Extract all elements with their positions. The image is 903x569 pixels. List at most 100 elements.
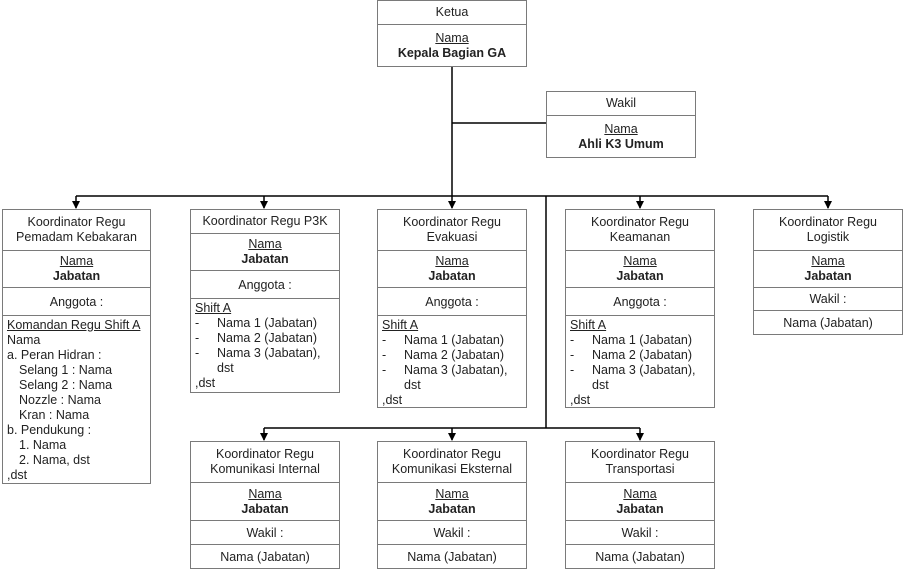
p3k-shift: Shift A xyxy=(195,301,232,315)
p3k-name-section: Nama Jabatan xyxy=(191,233,339,270)
keamanan-anggota-label: Anggota : xyxy=(566,287,714,315)
logistik-title: Koordinator Regu Logistik xyxy=(754,210,902,250)
wakil-name-label: Nama xyxy=(604,121,638,136)
p3k-dst: ,dst xyxy=(195,376,216,390)
p3k-member3a: Nama 3 (Jabatan), xyxy=(217,346,321,360)
transport-box: Koordinator Regu Transportasi Nama Jabat… xyxy=(565,441,715,569)
ketua-role: Ketua xyxy=(435,5,469,19)
dash-bullet: - xyxy=(195,331,200,345)
p3k-member-list: Shift A -Nama 1 (Jabatan) -Nama 2 (Jabat… xyxy=(191,298,339,392)
keamanan-title-line2: Keamanan xyxy=(609,230,671,244)
p3k-member3b: dst xyxy=(217,361,234,375)
evakuasi-anggota-label: Anggota : xyxy=(378,287,526,315)
transport-wakil-label: Wakil : xyxy=(566,520,714,544)
pemadam-pendukung: b. Pendukung : xyxy=(7,423,92,437)
pemadam-anggota-label: Anggota : xyxy=(3,287,150,315)
ketua-position: Kepala Bagian GA xyxy=(397,45,507,60)
list-item: - Nama 3 (Jabatan), xyxy=(195,346,339,361)
logistik-name-label: Nama xyxy=(811,254,845,268)
evakuasi-box: Koordinator Regu Evakuasi Nama Jabatan A… xyxy=(377,209,527,408)
list-item: - Nama 3 (Jabatan), xyxy=(382,363,526,378)
evakuasi-dst: ,dst xyxy=(382,393,403,407)
transport-position: Jabatan xyxy=(616,501,664,516)
komint-title-line2: Komunikasi Internal xyxy=(210,462,320,476)
komint-box: Koordinator Regu Komunikasi Internal Nam… xyxy=(190,441,340,569)
komint-position: Jabatan xyxy=(241,501,289,516)
logistik-position: Jabatan xyxy=(804,269,852,283)
komeks-wakil-label: Wakil : xyxy=(378,520,526,544)
pemadam-title-line1: Koordinator Regu xyxy=(27,215,126,229)
evakuasi-member1: Nama 1 (Jabatan) xyxy=(404,333,505,347)
logistik-wakil-value: Nama (Jabatan) xyxy=(754,310,902,334)
keamanan-member-list: Shift A -Nama 1 (Jabatan) -Nama 2 (Jabat… xyxy=(566,315,714,407)
dash-bullet: - xyxy=(195,346,200,360)
komint-title: Koordinator Regu Komunikasi Internal xyxy=(191,442,339,482)
evakuasi-name-label: Nama xyxy=(435,254,469,268)
evakuasi-title-line2: Evakuasi xyxy=(426,230,478,244)
komeks-box: Koordinator Regu Komunikasi Eksternal Na… xyxy=(377,441,527,569)
wakil-position: Ahli K3 Umum xyxy=(578,136,664,151)
transport-name-section: Nama Jabatan xyxy=(566,482,714,520)
keamanan-title-line1: Koordinator Regu xyxy=(591,215,689,229)
dash-bullet: - xyxy=(382,333,387,347)
pemadam-peran-hidran: a. Peran Hidran : xyxy=(7,348,102,362)
evakuasi-title-line1: Koordinator Regu xyxy=(403,215,501,229)
dash-bullet: - xyxy=(382,348,387,362)
evakuasi-member3a: Nama 3 (Jabatan), xyxy=(404,363,508,377)
ketua-name-section: Nama Kepala Bagian GA xyxy=(378,24,526,66)
transport-name-label: Nama xyxy=(623,486,657,501)
pemadam-pendukung1: 1. Nama xyxy=(19,438,67,452)
komeks-position: Jabatan xyxy=(428,501,476,516)
list-item: - Nama 1 (Jabatan) xyxy=(382,333,526,348)
komeks-title-line2: Komunikasi Eksternal xyxy=(391,462,513,476)
komint-name-section: Nama Jabatan xyxy=(191,482,339,520)
list-item: - Nama 2 (Jabatan) xyxy=(195,331,339,346)
pemadam-dst: ,dst xyxy=(7,468,28,482)
evakuasi-title: Koordinator Regu Evakuasi xyxy=(378,210,526,250)
komint-name-label: Nama xyxy=(248,486,282,501)
evakuasi-name-section: Nama Jabatan xyxy=(378,250,526,287)
p3k-name-label: Nama xyxy=(248,237,282,251)
dash-bullet: - xyxy=(382,363,387,377)
pemadam-name-label: Nama xyxy=(59,254,94,268)
ketua-box: Ketua Nama Kepala Bagian GA xyxy=(377,0,527,67)
p3k-title: Koordinator Regu P3K xyxy=(202,214,328,228)
keamanan-dst: ,dst xyxy=(570,393,591,407)
pemadam-selang1: Selang 1 : Nama xyxy=(19,363,113,377)
pemadam-nozzle: Nozzle : Nama xyxy=(19,393,101,407)
wakil-box: Wakil Nama Ahli K3 Umum xyxy=(546,91,696,158)
p3k-anggota-label: Anggota : xyxy=(191,270,339,298)
list-item: - Nama 2 (Jabatan) xyxy=(570,348,714,363)
pemadam-title-line2: Pemadam Kebakaran xyxy=(16,230,137,244)
komeks-name-label: Nama xyxy=(435,486,469,501)
komeks-name-section: Nama Jabatan xyxy=(378,482,526,520)
keamanan-name-label: Nama xyxy=(623,254,657,268)
keamanan-member3a: Nama 3 (Jabatan), xyxy=(592,363,696,377)
dash-bullet: - xyxy=(570,333,575,347)
pemadam-box: Koordinator Regu Pemadam Kebakaran Nama … xyxy=(2,209,151,484)
pemadam-member-list: Komandan Regu Shift A Nama a. Peran Hidr… xyxy=(3,315,150,483)
evakuasi-position: Jabatan xyxy=(428,269,476,283)
keamanan-title: Koordinator Regu Keamanan xyxy=(566,210,714,250)
pemadam-list-name: Nama xyxy=(7,333,41,347)
keamanan-member2: Nama 2 (Jabatan) xyxy=(592,348,693,362)
logistik-title-line2: Logistik xyxy=(806,230,850,244)
logistik-title-line1: Koordinator Regu xyxy=(779,215,877,229)
pemadam-selang2: Selang 2 : Nama xyxy=(19,378,113,392)
dash-bullet: - xyxy=(195,316,200,330)
wakil-role: Wakil xyxy=(605,96,637,110)
keamanan-name-section: Nama Jabatan xyxy=(566,250,714,287)
komeks-title-line1: Koordinator Regu xyxy=(403,447,501,461)
p3k-member2: Nama 2 (Jabatan) xyxy=(217,331,318,345)
list-item: - Nama 1 (Jabatan) xyxy=(570,333,714,348)
dash-bullet: - xyxy=(570,348,575,362)
evakuasi-shift: Shift A xyxy=(382,318,419,332)
pemadam-pendukung2: 2. Nama, dst xyxy=(19,453,90,467)
logistik-name-section: Nama Jabatan xyxy=(754,250,902,287)
komint-wakil-value: Nama (Jabatan) xyxy=(191,544,339,568)
transport-title-line1: Koordinator Regu xyxy=(591,447,689,461)
p3k-box: Koordinator Regu P3K Nama Jabatan Anggot… xyxy=(190,209,340,393)
transport-title-line2: Transportasi xyxy=(605,462,675,476)
keamanan-member1: Nama 1 (Jabatan) xyxy=(592,333,693,347)
komint-wakil-label: Wakil : xyxy=(191,520,339,544)
